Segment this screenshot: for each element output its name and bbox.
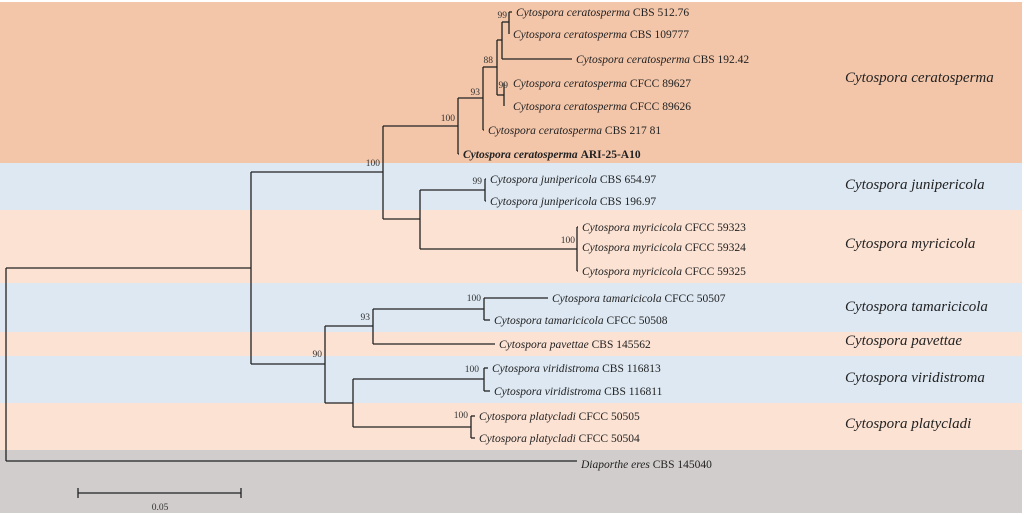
clade-label: Cytospora pavettae (845, 333, 962, 349)
leaf-label: Cytospora myricicola CFCC 59323 (582, 222, 746, 234)
leaf-label: Cytospora myricicola CFCC 59325 (582, 266, 746, 278)
leaf-label: Cytospora ceratosperma CBS 192.42 (576, 54, 749, 66)
bootstrap-value: 93 (471, 88, 481, 98)
leaf-label: Cytospora ceratosperma CFCC 89626 (513, 101, 691, 113)
leaf-label: Cytospora junipericola CBS 196.97 (490, 196, 656, 208)
clade-label: Cytospora viridistroma (845, 370, 985, 386)
leaf-label: Cytospora tamaricicola CFCC 50508 (494, 315, 668, 327)
bootstrap-value: 93 (361, 313, 371, 323)
clade-band (0, 332, 1022, 356)
clade-band (0, 356, 1022, 403)
leaf-label: Cytospora ceratosperma CBS 512.76 (516, 7, 689, 19)
leaf-label: Cytospora pavettae CBS 145562 (499, 339, 651, 351)
scale-bar: 0.05 (77, 488, 242, 513)
leaf-labels: Cytospora ceratosperma CBS 512.76Cytospo… (463, 7, 749, 471)
bootstrap-value: 100 (454, 411, 469, 421)
clade-label: Cytospora junipericola (845, 177, 985, 193)
leaf-label: Cytospora ceratosperma CFCC 89627 (513, 78, 691, 90)
clade-band (0, 163, 1022, 210)
bootstrap-value: 99 (498, 11, 508, 21)
tree-branches (5, 11, 578, 462)
leaf-label: Cytospora tamaricicola CFCC 50507 (552, 293, 726, 305)
bootstrap-value: 100 (465, 365, 480, 375)
clade-label: Cytospora myricicola (845, 236, 975, 252)
clade-label: Cytospora ceratosperma (845, 70, 994, 86)
bootstrap-value: 100 (441, 114, 456, 124)
bootstrap-value: 100 (366, 159, 381, 169)
clade-label: Cytospora platycladi (845, 416, 971, 432)
leaf-label: Cytospora platycladi CFCC 50504 (479, 433, 640, 445)
leaf-label: Cytospora myricicola CFCC 59324 (582, 242, 746, 254)
leaf-label: Cytospora junipericola CBS 654.97 (490, 174, 656, 186)
clade-label: Cytospora tamaricicola (845, 299, 988, 315)
bootstrap-value: 88 (484, 56, 494, 66)
leaf-label: Cytospora ceratosperma CBS 109777 (513, 29, 689, 41)
clade-band (0, 403, 1022, 450)
bootstrap-value: 100 (561, 236, 576, 246)
clade-band (0, 283, 1022, 332)
bootstrap-value: 90 (313, 350, 323, 360)
scale-bar-label: 0.05 (152, 503, 169, 513)
leaf-label: Cytospora platycladi CFCC 50505 (479, 411, 640, 423)
leaf-label: Cytospora viridistroma CBS 116813 (492, 363, 661, 375)
clade-band (0, 210, 1022, 283)
leaf-label: Cytospora ceratosperma ARI-25-A10 (463, 149, 641, 161)
bootstrap-value: 100 (467, 294, 482, 304)
bootstrap-value: 99 (499, 81, 509, 91)
leaf-label: Cytospora viridistroma CBS 116811 (494, 386, 663, 398)
clade-band (0, 2, 1022, 163)
leaf-label: Cytospora ceratosperma CBS 217 81 (488, 125, 661, 137)
leaf-label: Diaporthe eres CBS 145040 (580, 459, 712, 471)
bootstrap-value: 99 (473, 177, 483, 187)
bootstrap-values: 99 99 88 93 100 99 100 100 100 93 100 100 90 (313, 11, 576, 421)
